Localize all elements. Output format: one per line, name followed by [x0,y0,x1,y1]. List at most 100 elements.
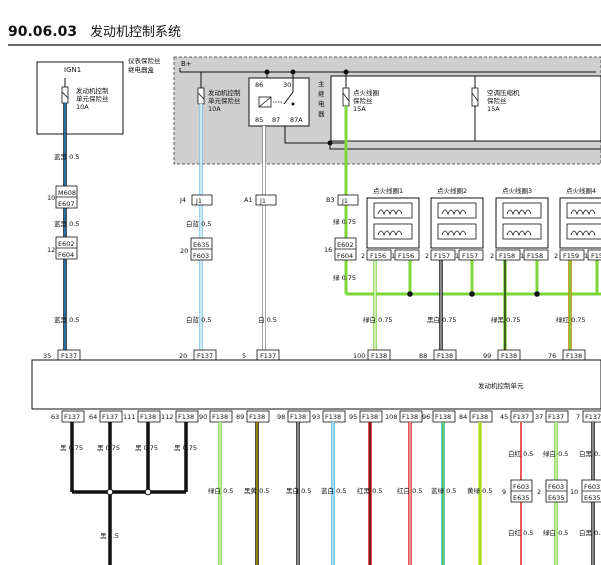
bconn-e635-a: E635 [513,494,530,502]
ignition-coil-4: 点火线圈42F1591F159 [554,186,601,261]
bw-9: 红黑 0.5 [357,486,382,495]
ecu-bottom-pin-111: 111 F138 [123,410,161,423]
ecu-bottom-pin-num-7: 7 [576,413,580,421]
coil-pin-b-4: 1 [584,252,588,260]
coil-pin-b-1: 1 [391,252,395,260]
wire-label-6: 白 0.5 [258,315,277,324]
conn-e602-label: E602 [58,240,75,248]
bw-18: 白黑 0.5 [579,528,601,537]
ecu-bottom-pin-num-90: 90 [199,413,207,421]
ecu-top-pin-conn-76: F138 [566,352,582,360]
ecu-fuse-line1: 发动机控制 [208,88,241,97]
ecu-bottom-pin-conn-111: F138 [140,413,156,421]
relay-pin-87a: 87A [290,116,303,124]
bw-6: 黑黄 0.5 [244,486,269,495]
coil-conn-b-1: F156 [398,252,414,260]
section-title: 发动机控制系统 [90,24,181,40]
bw-17: 绿白 0.5 [543,528,568,537]
ecu-bottom-pin-conn-90: F138 [212,413,228,421]
conn-a1-label: A1 [244,196,253,204]
ign-coil-fuse-line1: 点火线圈 [353,88,379,97]
ecu-fuse-icon [197,87,205,105]
ecu-top-pin-76: 76 F138 [548,349,586,361]
conn-f604-b-label: F604 [337,252,353,260]
wire-label-2: 蓝黑 0.5 [54,219,79,228]
ecu-bottom-pin-conn-96: F138 [435,413,451,421]
conn-m608-label: M608 [58,189,76,197]
ecu-bottom-pin-conn-45: F137 [513,413,529,421]
bw-4: 黑 0.75 [174,444,197,452]
conn-e602-b-label: E602 [337,241,354,249]
ecu-top-pin-num-35: 35 [43,352,51,360]
bconn-e635-b: E635 [548,494,565,502]
pin-20-label: 20 [180,247,188,255]
ign1-fuse-rating: 10A [76,103,89,111]
wire-label-3: 蓝黑 0.5 [54,315,79,324]
conn-j1-b: J1 [259,197,266,205]
wire-label-7: 绿 0.75 [333,217,356,226]
conn-bottom-1 [510,479,533,503]
ecu-bottom-pin-num-64: 64 [89,413,97,421]
relay-pin-86: 86 [255,81,263,89]
bw-main: 黑 1.5 [100,532,119,540]
ecu-bottom-pin-num-63: 63 [51,413,59,421]
ecu-top-pin-num-88: 88 [419,352,427,360]
coil-name-2: 点火线圈2 [437,186,467,195]
bw-1: 黑 0.75 [60,444,83,452]
conn-f604-label: F604 [58,251,74,259]
fusebox-title-1: 仪表保险丝 [128,56,161,65]
coil-conn-a-3: F158 [499,252,515,260]
ecu-bottom-pin-num-111: 111 [123,413,135,421]
conn-j1-a: J1 [195,197,202,205]
relay-pin-87: 87 [272,116,280,124]
ecu-top-pin-num-5: 5 [242,352,246,360]
ecu-bottom-pin-64: 64 F137 [89,410,123,423]
ign-coil-fuse-rating: 15A [353,105,366,113]
coil-name-3: 点火线圈3 [502,186,532,195]
coil-pin-b-3: 1 [520,252,524,260]
coil-pin-a-1: 2 [361,252,365,260]
wire-label-11: 绿黑 0.75 [491,315,521,324]
conn-e602-f604-b [334,237,357,261]
relay-name-1: 主 [318,79,325,88]
bplus-label: B+ [181,60,192,68]
ecu-top-pin-num-76: 76 [548,352,556,360]
coil-conn-a-4: F159 [563,252,579,260]
conn-f603-label: F603 [193,252,209,260]
conn-b3-label: B3 [326,196,335,204]
conn-j4-label: J4 [179,196,186,204]
conn-bottom-3 [581,479,601,503]
wire-label-4: 白蓝 0.5 [186,219,211,228]
relay-name-3: 电 [318,99,325,108]
ign-coil-fuse-icon [342,87,350,107]
ecu-bottom-pin-conn-64: F137 [102,413,118,421]
coil-pin-a-4: 2 [554,252,558,260]
ecu-bottom-pin-conn-112: F138 [178,413,194,421]
ecu-name: 发动机控制单元 [478,381,524,390]
ecu-bottom-pin-conn-93: F138 [325,413,341,421]
ign1-fuse-line1: 发动机控制 [76,86,109,95]
ecu-bottom-pin-conn-95: F138 [362,413,378,421]
coil-pin-a-3: 2 [490,252,494,260]
ecu-bottom-pin-conn-89: F138 [249,413,265,421]
ecu-top-pin-num-99: 99 [483,352,491,360]
ign1-box [36,61,124,135]
ecu-bottom-pin-conn-108: F138 [402,413,418,421]
bw-16: 白红 0.5 [508,528,533,537]
coil-name-1: 点火线圈1 [373,186,403,195]
bw-10: 红白 0.5 [397,486,422,495]
